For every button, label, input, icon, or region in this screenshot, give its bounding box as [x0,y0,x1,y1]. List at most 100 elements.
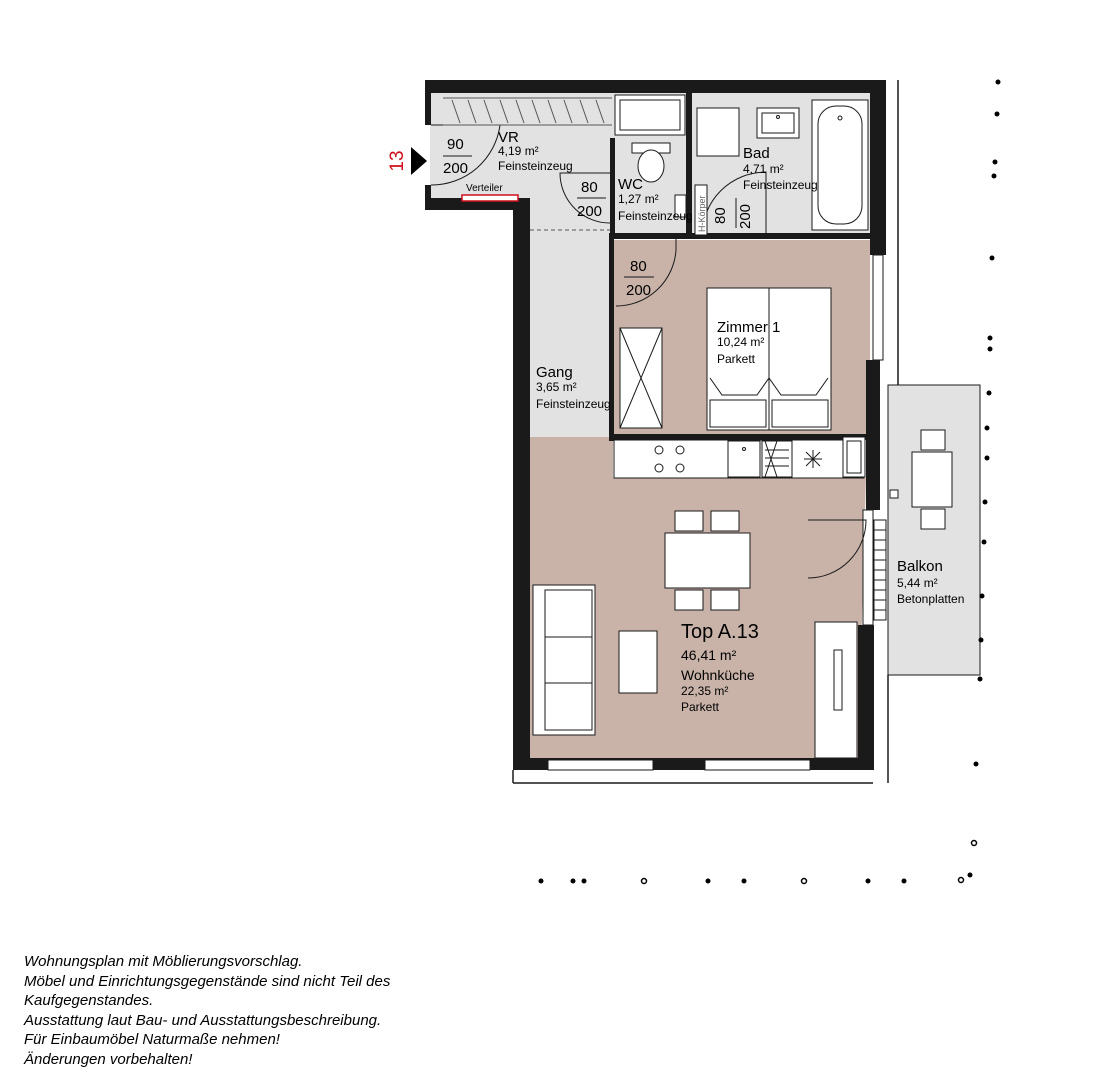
zimmer-furniture [619,287,832,431]
wall-kitchen-top [609,434,871,440]
sofa-seat [544,589,593,731]
unit-name: Top A.13 [681,621,759,643]
hatch-line [547,99,557,124]
wall-right-mid [866,360,880,510]
heizkoerper-box [694,184,708,236]
plan-notes: Wohnungsplan mit Möblierungsvorschlag. M… [24,952,390,1069]
site-dot [979,593,985,599]
dish-rack-line [764,440,778,478]
room-wc-name: WC [618,176,643,193]
door-wc-height: 200 [577,203,603,220]
room-gang-name: Gang [536,364,573,381]
door-wc-width: 80 [581,179,598,196]
room-bad-floor: Feinsteinzeug [743,178,818,192]
cooktop-burner [675,463,685,473]
door-bad-height: 200 [737,203,754,229]
site-dot [994,111,1000,117]
washbasin-drain [776,115,780,119]
wall-wc-left [610,138,615,238]
room-wc-area: 1,27 m² [618,192,659,206]
door-dimension-lines [443,155,737,278]
bathtub [811,99,869,231]
site-dot [987,335,993,341]
heizkoerper-label: H-Körper [697,195,707,232]
hatch-line [515,99,525,124]
wall-right-upper [870,80,886,255]
unit-total-area: 46,41 m² [681,647,737,663]
site-dot [901,878,907,884]
site-dot [865,878,871,884]
room-wohnkueche-area: 22,35 m² [681,684,729,698]
window-bottom-right [704,759,811,771]
note-line: Kaufgegenstandes. [24,992,154,1009]
site-dot [581,878,587,884]
room-balkon-area: 5,44 m² [897,576,938,590]
kitchen-cabinet-right [842,436,866,478]
wall-wc-right [686,93,692,238]
dining-table [664,532,751,589]
chair [710,589,740,611]
room-wohnkueche-floor: Parkett [681,700,720,714]
site-dot [992,159,998,165]
washing-machine-bad [696,107,740,157]
room-vr-floor: Feinsteinzeug [498,159,573,173]
window-balkon-door [862,509,874,626]
floor-balkon [888,385,980,675]
coffee-table [618,630,658,694]
sofa [532,584,596,736]
bad-fixtures [694,99,869,236]
room-balkon-floor: Betonplatten [897,592,965,606]
note-line: Ausstattung laut Bau- und Ausstattungsbe… [24,1011,382,1029]
site-ring [640,877,648,885]
site-rings [640,839,978,885]
wc-fixtures [614,94,687,218]
unit-number: 13 [387,150,408,172]
walls [425,80,886,770]
window-bottom-left [547,759,654,771]
room-wohnkueche-name: Wohnküche [681,667,755,683]
door-entry-width: 90 [447,136,464,153]
site-dot [984,425,990,431]
room-gang-area: 3,65 m² [536,380,577,394]
hatch-line [563,99,573,124]
chair [674,589,704,611]
cooktop-burner [654,463,664,473]
pillow-left [709,399,767,428]
bathtub-drain [837,115,843,121]
door-entry-height: 200 [443,160,469,177]
wall-entry-left-lower [425,185,431,210]
balcony-drain [889,489,899,499]
entry-hatching [443,97,612,126]
hatch-line [499,99,509,124]
wall-zimmer-top [609,233,874,239]
wardrobe-cross [619,327,663,429]
site-dots [538,79,1001,884]
room-zimmer-area: 10,24 m² [717,335,765,349]
entry-arrow-icon [411,147,427,175]
hatch-line [531,99,541,124]
site-dot [977,676,983,682]
verteiler-box [461,194,519,202]
door-zimmer-width: 80 [630,258,647,275]
tv [833,649,843,711]
cooktop-burner [654,445,664,455]
note-line: Änderungen vorbehalten! [24,1050,193,1068]
site-dot [995,79,1001,85]
wc-sink [674,194,687,218]
wall-entry-left [425,80,431,125]
balcony-chair [920,508,946,530]
washing-machine [614,94,686,136]
hatch-line [579,99,589,124]
windows [547,254,884,771]
room-vr-area: 4,19 m² [498,144,539,158]
hatch-line [467,99,477,124]
site-dot [987,346,993,352]
site-ring [957,876,965,884]
room-bad-area: 4,71 m² [743,162,784,176]
wall-left [513,198,530,760]
bathtub-inner [817,105,863,225]
site-dot [984,455,990,461]
wall-zimmer-left [609,236,614,441]
site-dot [986,390,992,396]
